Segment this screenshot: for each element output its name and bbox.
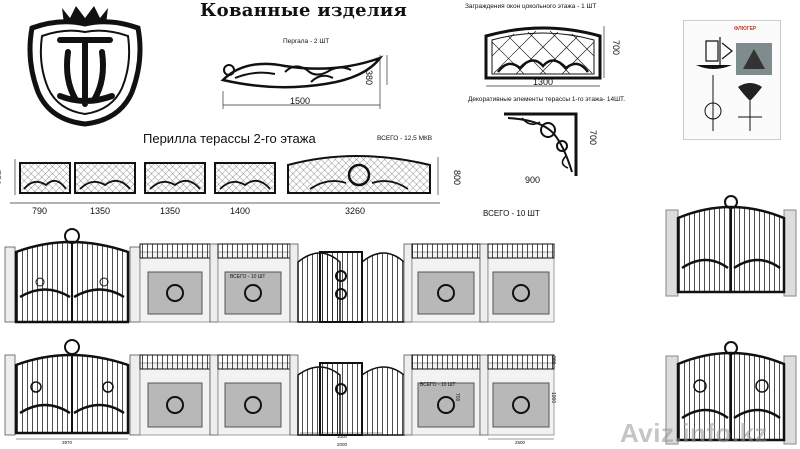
weathervane-title: ФЛЮГЕР xyxy=(734,26,757,32)
fence-height-1: 900 xyxy=(550,356,556,365)
fence-panel-total: ВСЕГО - 10 ШТ xyxy=(230,274,266,280)
railing-width-5: 3260 xyxy=(345,206,366,216)
railing-width-4: 1400 xyxy=(230,206,251,216)
weathervane-drawing xyxy=(696,37,772,131)
section-width: 2500 xyxy=(515,440,526,445)
monogram-logo xyxy=(27,6,143,127)
fence-height-2: 1900 xyxy=(550,392,556,404)
railing-drawing xyxy=(10,155,440,204)
fence-inner-height: 700 xyxy=(454,393,460,402)
fence-row-top xyxy=(4,228,555,324)
wicket-width-2: 2000 xyxy=(337,442,348,447)
watermark: Aviz.info.kz xyxy=(620,418,769,448)
main-gate-bottom xyxy=(4,339,141,436)
gate-render-top xyxy=(662,188,800,300)
gate-width: 3970 xyxy=(62,440,73,445)
railing-section-1 xyxy=(19,162,71,194)
railing-width-3: 1350 xyxy=(160,206,181,216)
decor-drawing xyxy=(504,112,578,176)
pergola-height: 380 xyxy=(364,70,374,86)
fence-sections-bottom xyxy=(139,354,299,436)
railing-height-right: 800 xyxy=(452,170,462,186)
main-gate-top xyxy=(4,228,141,324)
window-grille-drawing xyxy=(484,26,602,80)
page-title: Кованные изделия xyxy=(200,0,408,21)
railing-section-5 xyxy=(287,155,431,194)
window-grille-dim-lines xyxy=(486,26,605,87)
window-grille-width: 1300 xyxy=(533,77,554,87)
railing-height-left: 750 xyxy=(0,170,2,186)
railing-total: ВСЕГО - 12,5 МКВ xyxy=(377,135,433,142)
weathervane-poster: ФЛЮГЕР xyxy=(683,20,781,140)
railing-section-2 xyxy=(74,162,136,194)
fence-inner-total: ВСЕГО - 10 ШТ xyxy=(420,382,456,388)
fence-row-bottom xyxy=(4,339,555,440)
decor-label: Декоративные элементы терассы 1-го этажа… xyxy=(468,96,626,103)
fence-sections-bottom-right xyxy=(403,354,555,436)
railing-width-2: 1350 xyxy=(90,206,111,216)
railing-section-4 xyxy=(214,162,276,194)
pergola-width: 1500 xyxy=(290,96,311,106)
wicket-bottom xyxy=(297,362,405,436)
pergola-dim-lines xyxy=(222,55,388,109)
window-grille-label: Заграждения окон цокольного этажа - 1 ШТ xyxy=(465,3,597,10)
gate-render-bottom xyxy=(662,336,800,448)
railing-title: Перилла терассы 2-го этажа xyxy=(143,131,316,146)
decor-width: 900 xyxy=(525,175,541,185)
wicket-top xyxy=(297,251,405,323)
railing-section-3 xyxy=(144,162,206,194)
railing-width-1: 790 xyxy=(32,206,48,216)
fence-sections-top xyxy=(139,243,299,323)
fence-sections-top-right xyxy=(403,243,555,323)
wicket-width-1: 1000 xyxy=(337,434,348,439)
decor-height: 700 xyxy=(588,130,598,146)
fence-total: ВСЕГО - 10 ШТ xyxy=(483,209,540,218)
pergola-label: Пергала - 2 ШТ xyxy=(283,38,330,45)
